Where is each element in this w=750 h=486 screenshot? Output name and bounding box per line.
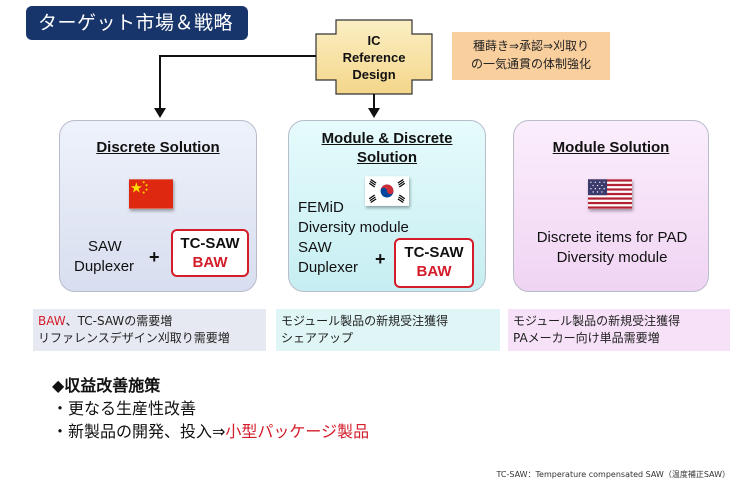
baw-label: BAW: [192, 254, 228, 271]
strip-line2: PAメーカー向け単品需要増: [513, 331, 660, 345]
plus-sign: +: [375, 249, 386, 269]
footnote: TC-SAW：Temperature compensated SAW（温度補正S…: [496, 470, 730, 479]
measures-item2-highlight: 小型パッケージ製品: [225, 422, 370, 441]
baw-label: BAW: [416, 263, 452, 280]
tc-saw-label: TC-SAW: [180, 235, 240, 252]
measures-item2: ・新製品の開発、投入⇒小型パッケージ製品: [52, 420, 369, 443]
arrow-head-center: [368, 108, 380, 118]
diversity-module-label: Diversity module: [556, 249, 668, 266]
strip-discrete: BAW、TC-SAWの需要増 リファレンスデザイン刈取り需要増: [33, 309, 266, 351]
tc-saw-baw-box: TC-SAW BAW: [394, 238, 474, 288]
tc-saw-label: TC-SAW: [404, 244, 464, 261]
connector-left: [159, 55, 316, 110]
diversity-module-label: Diversity module: [298, 219, 409, 236]
duplexer-label: Duplexer: [298, 259, 359, 276]
ic-line2: Reference: [342, 50, 406, 65]
card-discrete-solution: Discrete Solution SAW Duplexer + TC-SAW …: [59, 120, 257, 292]
saw-label: SAW: [88, 238, 122, 255]
strip-line1: BAW、TC-SAWの需要増: [38, 313, 266, 330]
saw-label: SAW: [298, 239, 332, 256]
note-line1: 種蒔き⇒承認⇒刈取り: [472, 39, 590, 53]
ic-line1: IC: [367, 33, 381, 48]
strip-line1-rest: 、TC-SAWの需要増: [65, 314, 173, 328]
card-module-discrete-solution: Module & Discrete Solution FEMiD Diversi…: [288, 120, 486, 292]
card-title: Module Solution: [552, 139, 670, 156]
measures-item1: ・更なる生産性改善: [52, 399, 197, 418]
ic-line3: Design: [352, 67, 396, 82]
measures-item2-prefix: ・新製品の開発、投入⇒: [52, 422, 226, 441]
duplexer-label: Duplexer: [74, 258, 135, 275]
baw-highlight: BAW: [38, 314, 66, 328]
card-module-solution: Module Solution Discrete items for PAD D…: [513, 120, 709, 292]
card-title-line1: Module & Discrete: [321, 130, 453, 147]
south-korea-flag-icon: [365, 176, 409, 206]
femid-label: FEMiD: [298, 199, 344, 216]
ic-reference-shape: [315, 19, 433, 95]
strategy-note: 種蒔き⇒承認⇒刈取り の一気通貫の体制強化: [452, 32, 610, 80]
tc-saw-baw-box: TC-SAW BAW: [171, 229, 249, 277]
usa-flag-icon: [588, 179, 632, 209]
card-title-line2: Solution: [357, 149, 417, 166]
note-line2: の一気通貫の体制強化: [470, 57, 591, 71]
ic-reference-design: IC Reference Design: [321, 28, 427, 88]
plus-sign: +: [149, 247, 160, 267]
strip-module-discrete: モジュール製品の新規受注獲得 シェアアップ: [276, 309, 500, 351]
strip-line1: モジュール製品の新規受注獲得: [513, 314, 681, 328]
page-title: ターゲット市場＆戦略: [26, 6, 248, 40]
strip-line2: リファレンスデザイン刈取り需要増: [38, 331, 230, 345]
strip-line2: シェアアップ: [281, 331, 354, 345]
measures-heading: ◆収益改善施策: [52, 376, 161, 395]
profit-measures: ◆収益改善施策 ・更なる生産性改善 ・新製品の開発、投入⇒小型パッケージ製品: [52, 374, 369, 443]
arrow-head-left: [154, 108, 166, 118]
strip-module: モジュール製品の新規受注獲得 PAメーカー向け単品需要増: [508, 309, 730, 351]
card-title: Discrete Solution: [96, 139, 220, 156]
card-title: Module & Discrete Solution: [289, 129, 485, 167]
china-flag-icon: [129, 179, 173, 209]
strip-line1: モジュール製品の新規受注獲得: [281, 314, 449, 328]
discrete-items-label: Discrete items for PAD: [536, 229, 688, 246]
